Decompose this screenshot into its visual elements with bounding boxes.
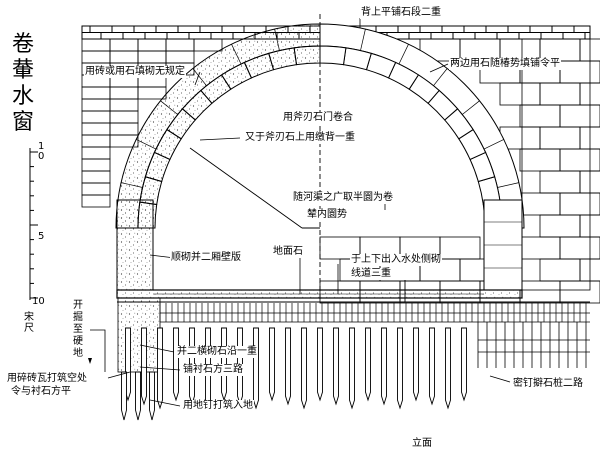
label-inout-1: 于上下出入水处侧砌 bbox=[350, 254, 442, 266]
label-top-bed: 背上平铺石段二重 bbox=[360, 7, 442, 19]
construction-lines bbox=[189, 14, 406, 302]
ground-platform bbox=[116, 289, 590, 303]
scale-tick-10: 10 bbox=[32, 296, 45, 307]
right-wall-courses bbox=[484, 221, 522, 269]
label-lining: 铺衬石方三路 bbox=[182, 364, 244, 376]
label-wall: 顺砌并二厢壁版 bbox=[170, 252, 242, 264]
label-backing: 又于斧刃石上用缴背一重 bbox=[244, 132, 356, 144]
label-radius-2: 辇内圜势 bbox=[306, 209, 348, 221]
label-dig-5: 地 bbox=[73, 348, 83, 359]
label-fill-2: 令与衬石方平 bbox=[10, 386, 72, 398]
label-ground: 地面石 bbox=[272, 246, 304, 258]
scale-tick-0: 0 bbox=[38, 151, 45, 162]
lining-stones bbox=[159, 303, 590, 323]
foundation-column bbox=[117, 297, 161, 373]
arrow-heads bbox=[88, 358, 92, 364]
label-inout-2: 线道三重 bbox=[350, 268, 392, 280]
label-radius-1: 随河渠之广取半圜为卷 bbox=[292, 192, 394, 204]
piles bbox=[121, 327, 467, 421]
scale-tick-1: 1 bbox=[38, 141, 45, 152]
left-wall bbox=[116, 199, 154, 291]
label-edge: 并二横砌石沿一重 bbox=[176, 346, 258, 358]
view-label: 立面 bbox=[411, 438, 433, 450]
label-right-stakes: 密钉擗石桩二路 bbox=[512, 378, 584, 390]
label-piles: 用地钉打筑入地 bbox=[182, 400, 254, 412]
label-fill-1: 用碎砖瓦打筑空处 bbox=[6, 373, 88, 385]
right-stakes bbox=[477, 322, 590, 368]
label-voussoir: 用斧刃石门卷合 bbox=[282, 112, 354, 124]
label-dig-3: 至 bbox=[73, 324, 83, 335]
label-left-fill: 用砖或用石填砌无规定 bbox=[84, 66, 186, 78]
scale-tick-5: 5 bbox=[38, 231, 45, 242]
label-dig-1: 开 bbox=[73, 300, 83, 311]
drawing-title: 卷輂水窗 bbox=[11, 32, 34, 135]
leader-lines bbox=[90, 18, 511, 407]
label-right-fill: 两边用石随椿势填铺令平 bbox=[449, 58, 561, 70]
label-dig-2: 掘 bbox=[73, 312, 83, 323]
scale-bar bbox=[29, 148, 38, 300]
scale-unit: 宋尺 bbox=[24, 312, 34, 334]
label-dig-4: 硬 bbox=[73, 336, 83, 347]
